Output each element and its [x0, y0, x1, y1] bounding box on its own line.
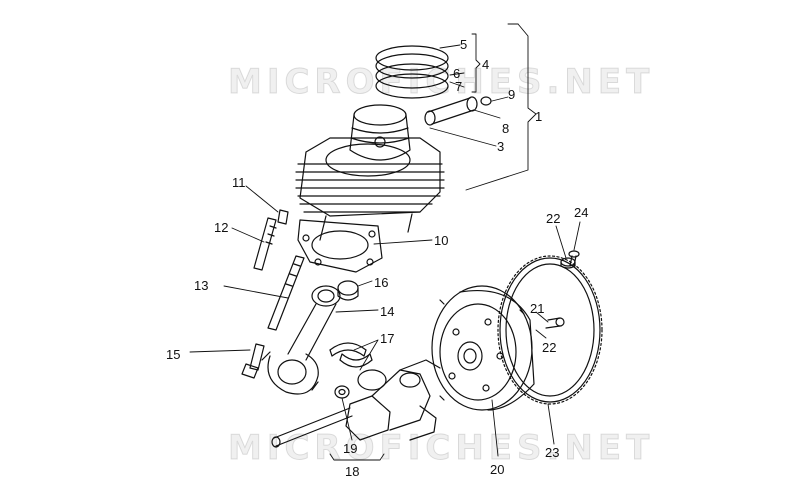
callout-12: 12 [214, 220, 229, 235]
callout-13: 13 [194, 278, 209, 293]
piston-part [349, 104, 411, 161]
cylinder-base-gasket-part [297, 219, 383, 273]
callout-3: 3 [497, 139, 505, 154]
callout-7: 7 [455, 79, 463, 94]
stud-11-part [277, 209, 289, 225]
stud-13-part [267, 255, 305, 331]
bearing-shells-part [329, 342, 373, 368]
connecting-rod-part [261, 285, 341, 395]
callout-22-top: 22 [546, 211, 561, 226]
circlip-part [480, 96, 492, 106]
ring-gear-part [497, 255, 603, 405]
callout-19: 19 [343, 441, 358, 456]
callout-8: 8 [502, 121, 510, 136]
stud-12-part [253, 217, 277, 271]
callout-24: 24 [574, 205, 589, 220]
crankshaft-part [271, 359, 441, 448]
small-end-bush-part [337, 280, 359, 301]
callout-16: 16 [374, 275, 389, 290]
callout-1: 1 [535, 109, 543, 124]
callout-18: 18 [345, 464, 360, 479]
piston-rings-part [375, 45, 449, 99]
callout-9: 9 [508, 87, 516, 102]
callout-10: 10 [434, 233, 449, 248]
flywheel-part [431, 285, 535, 411]
crank-bearing-part [334, 385, 350, 399]
callout-4: 4 [482, 57, 490, 72]
cylinder-part [295, 137, 445, 241]
callout-11: 11 [232, 175, 246, 190]
callout-20: 20 [490, 462, 505, 477]
callout-6: 6 [453, 66, 461, 81]
callout-21: 21 [530, 301, 545, 316]
callout-15: 15 [166, 347, 181, 362]
watermark-bottom: MICROFICHES.NET [227, 428, 655, 469]
callout-17: 17 [380, 331, 395, 346]
piston-pin-part [424, 96, 478, 126]
callout-23: 23 [545, 445, 560, 460]
rod-bolt-part [241, 343, 265, 379]
callout-14: 14 [380, 304, 395, 319]
leader-lines [189, 23, 581, 461]
screw-21-part [545, 317, 565, 329]
callout-22-bottom: 22 [542, 340, 557, 355]
callout-5: 5 [460, 37, 468, 52]
screw-24-part [568, 250, 580, 267]
